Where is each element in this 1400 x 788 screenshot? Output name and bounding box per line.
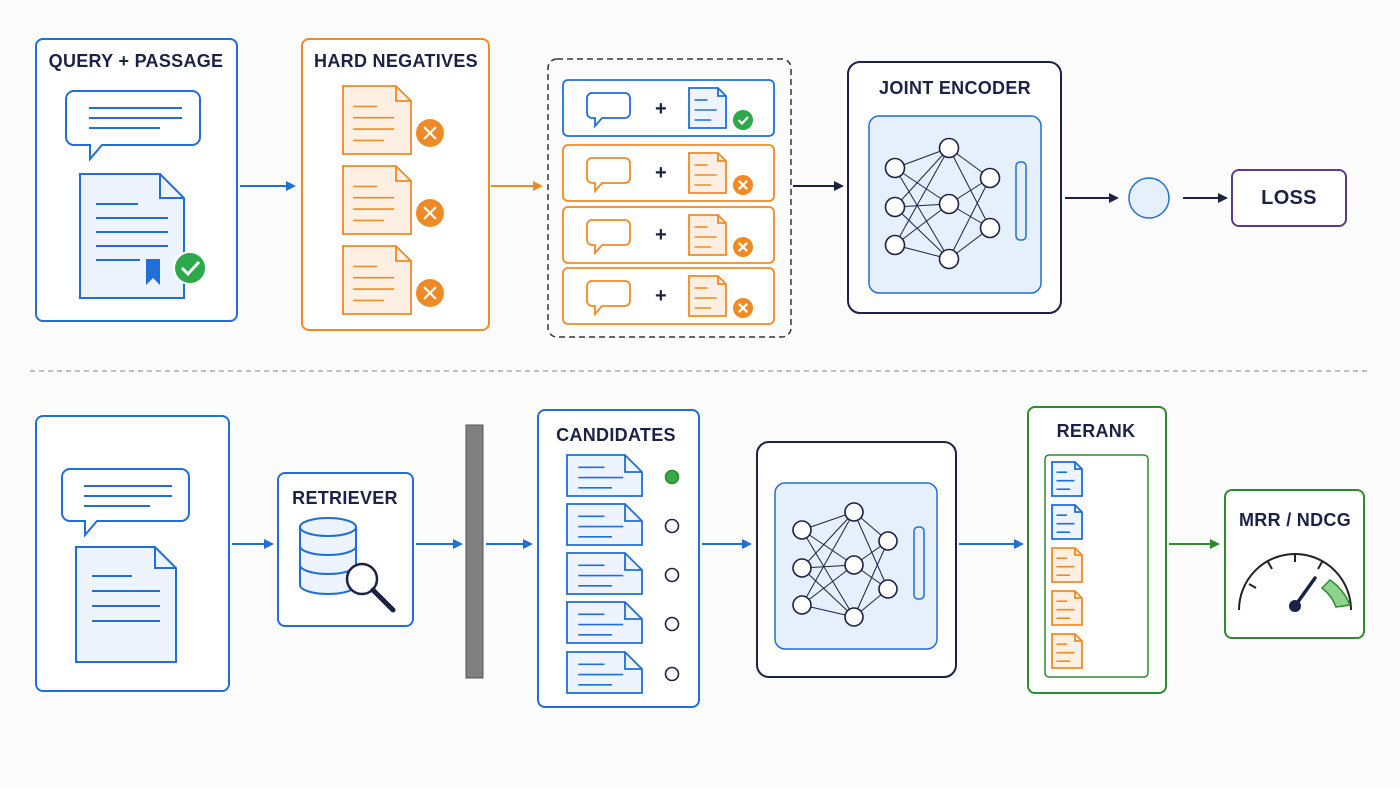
- cross-icon: [733, 298, 753, 318]
- cross-icon: [733, 175, 753, 195]
- encoder-bar: [1015, 161, 1027, 241]
- plus-sign: +: [655, 162, 667, 184]
- document-icon: [342, 165, 412, 235]
- document-icon: [79, 173, 185, 299]
- document-icon: [75, 546, 177, 663]
- pair-row: [562, 79, 775, 137]
- document-icon: [342, 85, 412, 155]
- loss-label: LOSS: [1261, 187, 1317, 209]
- candidate-rows: [566, 454, 680, 694]
- hard-negative-docs: [342, 85, 444, 315]
- hard-negatives-label: HARD NEGATIVES: [314, 51, 478, 71]
- neural-network-icon: [884, 137, 1001, 270]
- cross-icon: [416, 199, 444, 227]
- check-icon: [173, 251, 207, 285]
- reranked-docs: [1051, 461, 1083, 669]
- rerank-label: RERANK: [1056, 421, 1136, 441]
- loss-box: [1231, 169, 1347, 227]
- pair-row: [562, 144, 775, 202]
- chat-bubble-icon: [586, 92, 631, 129]
- plus-sign: +: [655, 285, 667, 307]
- chat-bubble-icon: [65, 90, 201, 162]
- candidates-label: CANDIDATES: [556, 425, 676, 445]
- document-icon: [1051, 633, 1083, 669]
- candidate-row: [566, 503, 680, 546]
- cross-icon: [416, 119, 444, 147]
- score-node: [1128, 177, 1170, 219]
- document-icon: [1051, 547, 1083, 583]
- candidate-row: [566, 601, 680, 644]
- rerank-list: [1044, 454, 1149, 678]
- chat-bubble-icon: [586, 219, 631, 256]
- candidate-row: [566, 651, 680, 694]
- reranker-bar: [913, 526, 925, 600]
- query-passage-label: QUERY + PASSAGE: [48, 51, 224, 71]
- chat-bubble-icon: [61, 468, 190, 538]
- metric-box: [1224, 489, 1365, 639]
- candidate-row: [566, 454, 680, 497]
- chat-bubble-icon: [586, 280, 631, 317]
- document-icon: [566, 552, 643, 595]
- document-icon: [1051, 504, 1083, 540]
- document-icon: [688, 152, 727, 194]
- document-icon: [1051, 590, 1083, 626]
- rerank-box: [1027, 406, 1167, 694]
- document-icon: [566, 651, 643, 694]
- pair-rows: [562, 79, 775, 325]
- joint-encoder-label: JOINT ENCODER: [879, 78, 1031, 98]
- retriever-label: RETRIEVER: [292, 488, 398, 508]
- candidate-row: [566, 552, 680, 595]
- bookmark-icon: [146, 259, 160, 285]
- document-icon: [566, 454, 643, 497]
- plus-sign: +: [655, 98, 667, 120]
- magnifier-icon: [345, 562, 396, 613]
- document-icon: [688, 214, 727, 256]
- chat-bubble-icon: [586, 157, 631, 194]
- cross-icon: [416, 279, 444, 307]
- document-icon: [566, 503, 643, 546]
- document-icon: [688, 275, 727, 317]
- pair-row: [562, 267, 775, 325]
- metric-label: MRR / NDCG: [1239, 510, 1351, 530]
- pair-row: [562, 206, 775, 264]
- document-icon: [342, 245, 412, 315]
- check-icon: [733, 110, 753, 130]
- document-icon: [1051, 461, 1083, 497]
- cross-icon: [733, 237, 753, 257]
- document-icon: [566, 601, 643, 644]
- neural-network-icon: [792, 502, 898, 627]
- gauge-icon: [1238, 553, 1352, 612]
- document-icon: [688, 87, 727, 129]
- pairs-container: [547, 58, 792, 338]
- plus-sign: +: [655, 224, 667, 246]
- filter-bar: [465, 424, 484, 679]
